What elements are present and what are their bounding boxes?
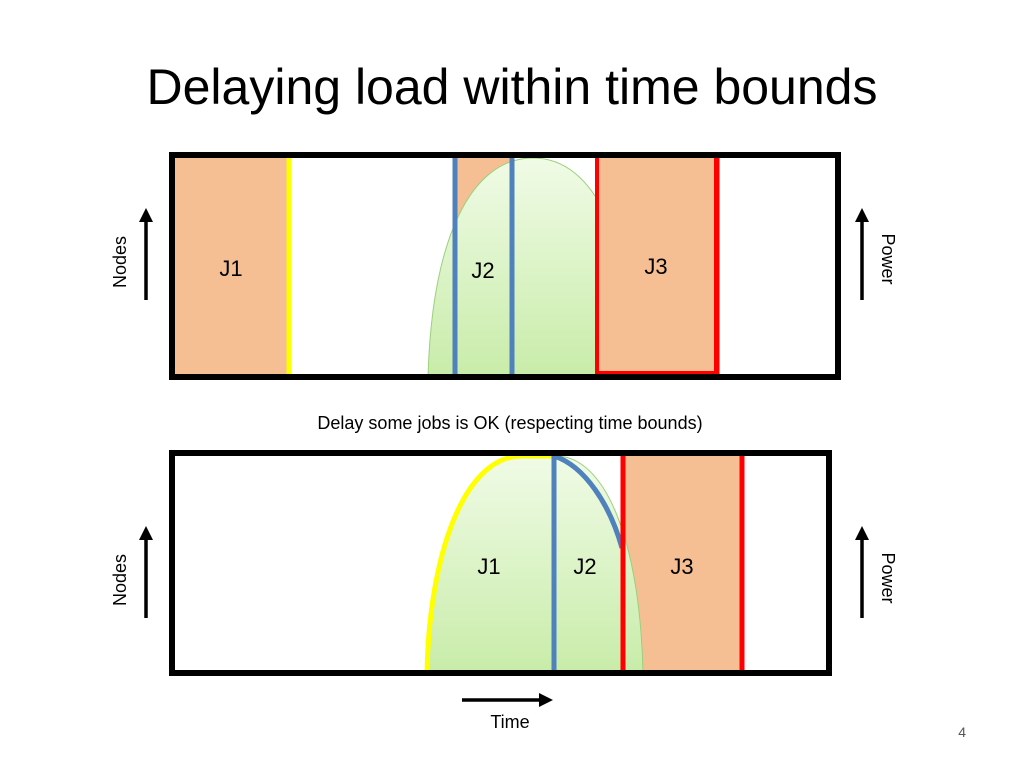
top-j1-label: J1 bbox=[219, 256, 242, 281]
caption: Delay some jobs is OK (respecting time b… bbox=[317, 413, 702, 433]
top-j2-label: J2 bbox=[471, 258, 494, 283]
bottom-j3-label: J3 bbox=[670, 554, 693, 579]
bottom-power-curve bbox=[425, 455, 644, 674]
top-nodes-label: Nodes bbox=[110, 236, 130, 288]
bottom-power-label: Power bbox=[878, 552, 898, 603]
bottom-panel: J1 J2 J3 Nodes Power Time bbox=[110, 450, 898, 732]
top-j3-label: J3 bbox=[644, 254, 667, 279]
top-frame bbox=[169, 152, 841, 380]
bottom-j2-border-top bbox=[553, 453, 625, 549]
top-power-label: Power bbox=[878, 233, 898, 284]
time-label: Time bbox=[490, 712, 529, 732]
bottom-j3-block bbox=[623, 455, 742, 673]
bottom-j1-label: J1 bbox=[477, 554, 500, 579]
bottom-frame bbox=[169, 450, 832, 676]
top-j1-block bbox=[172, 155, 289, 377]
bottom-j1-border bbox=[424, 453, 554, 674]
page-number: 4 bbox=[958, 724, 966, 740]
top-panel: J1 J2 J3 Nodes Power bbox=[110, 152, 898, 380]
bottom-nodes-label: Nodes bbox=[110, 554, 130, 606]
slide-title: Delaying load within time bounds bbox=[146, 59, 878, 115]
bottom-j2-label: J2 bbox=[573, 554, 596, 579]
